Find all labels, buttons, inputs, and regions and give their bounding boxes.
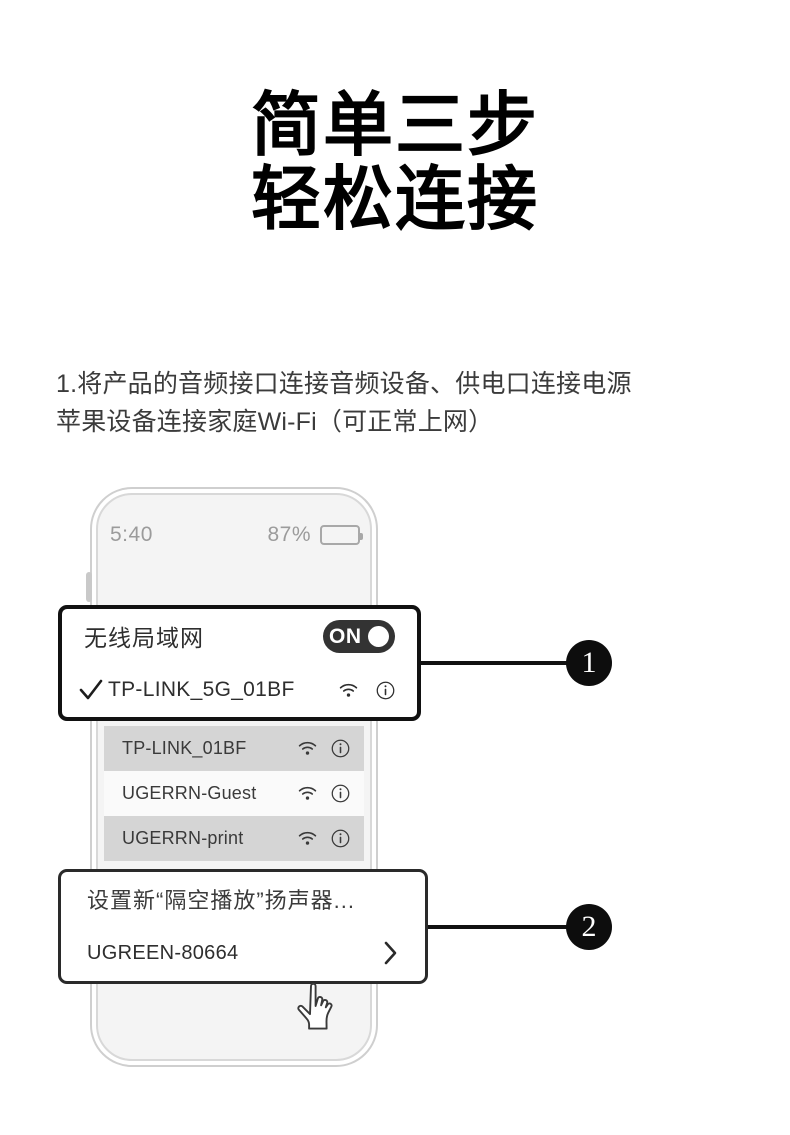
callout-card-wifi: 无线局域网 ON TP-LINK_5G_01BF xyxy=(58,605,421,721)
wlan-toggle-row[interactable]: 无线局域网 ON xyxy=(84,609,395,663)
wifi-icon xyxy=(298,741,317,755)
info-icon[interactable] xyxy=(331,829,350,848)
page-title: 简单三步 轻松连接 xyxy=(0,88,790,236)
check-icon xyxy=(79,679,103,700)
status-bar-time: 5:40 xyxy=(110,523,153,546)
airplay-section-title: 设置新“隔空播放”扬声器... xyxy=(87,888,355,913)
wifi-row-icons xyxy=(298,784,350,803)
wifi-ssid-label: UGERRN-print xyxy=(122,828,244,848)
wifi-list-item[interactable]: UGERRN-print xyxy=(104,816,364,861)
wlan-toggle-state-label: ON xyxy=(329,624,362,648)
page-title-line-1: 简单三步 xyxy=(251,86,539,164)
step-description: 1.将产品的音频接口连接音频设备、供电口连接电源 苹果设备连接家庭Wi-Fi（可… xyxy=(56,365,716,441)
page-title-line-2: 轻松连接 xyxy=(251,160,539,238)
info-icon[interactable] xyxy=(376,681,395,700)
battery-icon xyxy=(320,525,363,545)
wlan-toggle[interactable]: ON xyxy=(323,619,395,653)
phone-side-button xyxy=(86,572,92,602)
wifi-ssid-label: UGERRN-Guest xyxy=(122,783,257,803)
step-description-line-1: 1.将产品的音频接口连接音频设备、供电口连接电源 xyxy=(56,370,632,398)
battery-percent-label: 87% xyxy=(267,523,311,546)
step-marker-2-leader-line xyxy=(428,925,568,929)
info-icon[interactable] xyxy=(331,784,350,803)
connected-ssid-label: TP-LINK_5G_01BF xyxy=(108,678,295,701)
airplay-device-row[interactable]: UGREEN-80664 xyxy=(87,926,399,980)
wifi-list-item[interactable]: TP-LINK_01BF xyxy=(104,726,364,771)
status-bar-right: 87% xyxy=(267,523,363,547)
wlan-toggle-knob xyxy=(368,625,389,647)
info-icon[interactable] xyxy=(331,739,350,758)
wifi-icon xyxy=(298,786,317,800)
connected-row-icons xyxy=(339,681,395,700)
step-marker-1-badge: 1 xyxy=(566,640,612,686)
airplay-title-row: 设置新“隔空播放”扬声器... xyxy=(87,872,399,926)
wifi-row-icons xyxy=(298,739,350,758)
pointing-hand-icon xyxy=(297,982,333,1030)
wifi-row-icons xyxy=(298,829,350,848)
step-marker-2-badge: 2 xyxy=(566,904,612,950)
wifi-list-item[interactable]: UGERRN-Guest xyxy=(104,771,364,816)
step-marker-1-leader-line xyxy=(421,661,568,665)
wifi-icon xyxy=(298,831,317,845)
wifi-ssid-label: TP-LINK_01BF xyxy=(122,738,247,758)
step-description-line-2: 苹果设备连接家庭Wi-Fi（可正常上网） xyxy=(56,408,494,436)
airplay-device-label: UGREEN-80664 xyxy=(87,941,239,964)
wifi-network-list: TP-LINK_01BF UGERRN-Guest xyxy=(104,726,364,861)
wlan-label: 无线局域网 xyxy=(84,625,204,651)
wifi-icon xyxy=(339,683,358,697)
connected-network-row[interactable]: TP-LINK_5G_01BF xyxy=(79,663,395,717)
chevron-right-icon[interactable] xyxy=(383,940,399,966)
callout-card-airplay: 设置新“隔空播放”扬声器... UGREEN-80664 xyxy=(58,869,428,984)
status-bar: 5:40 87% xyxy=(110,518,363,552)
